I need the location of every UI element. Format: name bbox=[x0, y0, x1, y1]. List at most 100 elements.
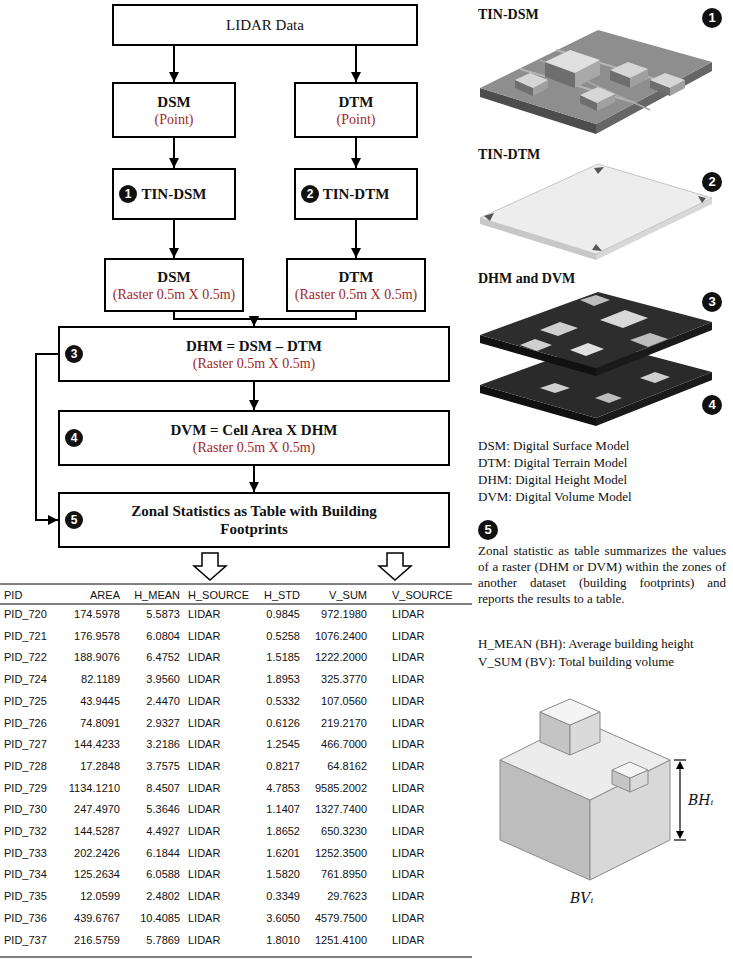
table-cell: 1.1407 bbox=[250, 802, 300, 816]
building-block bbox=[545, 50, 600, 73]
dimension-arrowhead bbox=[676, 761, 684, 769]
table-cell: PID_737 bbox=[4, 933, 56, 947]
legend-text: DHM: Digital Height Model bbox=[478, 472, 728, 488]
table-cell: 1.2545 bbox=[250, 737, 300, 751]
table-cell: LIDAR bbox=[392, 802, 466, 816]
table-cell: LIDAR bbox=[392, 650, 466, 664]
table-cell: LIDAR bbox=[392, 716, 466, 730]
box-title: TIN-DSM bbox=[141, 185, 206, 203]
dimension-tick bbox=[674, 839, 686, 840]
connector-arrow bbox=[36, 354, 58, 520]
callout-number: 2 bbox=[301, 185, 319, 203]
connector-arrow bbox=[355, 138, 357, 168]
table-cell: 5.5873 bbox=[124, 607, 180, 621]
table-cell: 6.0588 bbox=[124, 867, 180, 881]
box-title: DTM bbox=[338, 268, 373, 286]
building-patch bbox=[600, 310, 648, 328]
terrain-patch bbox=[698, 196, 706, 203]
panel-heading: TIN-DTM bbox=[478, 146, 698, 163]
table-cell: LIDAR bbox=[392, 737, 466, 751]
connector-arrow bbox=[355, 46, 357, 82]
process-box: DVM = Cell Area X DHM(Raster 0.5m X 0.5m… bbox=[58, 410, 450, 466]
table-cell: LIDAR bbox=[392, 607, 466, 621]
table-cell: PID_729 bbox=[4, 781, 56, 795]
table-cell: PID_733 bbox=[4, 846, 56, 860]
table-cell: LIDAR bbox=[392, 933, 466, 947]
callout-number: 5 bbox=[478, 520, 498, 540]
building-patch bbox=[540, 383, 570, 393]
table-cell: 82.1189 bbox=[58, 672, 120, 686]
box-title: TIN-DTM bbox=[323, 185, 390, 203]
table-cell: 1.5820 bbox=[250, 867, 300, 881]
table-cell: 174.5978 bbox=[58, 607, 120, 621]
table-cell: 144.4233 bbox=[58, 737, 120, 751]
process-box: DTM(Raster 0.5m X 0.5m) bbox=[286, 258, 426, 312]
table-cell: 0.3349 bbox=[250, 889, 300, 903]
building-patch bbox=[640, 372, 670, 383]
building-patch bbox=[595, 393, 622, 403]
process-box: DSM(Raster 0.5m X 0.5m) bbox=[104, 258, 244, 312]
table-cell: LIDAR bbox=[188, 629, 252, 643]
table-cell: LIDAR bbox=[188, 759, 252, 773]
table-cell: PID_724 bbox=[4, 672, 56, 686]
box-title: LIDAR Data bbox=[226, 16, 304, 34]
hollow-arrow bbox=[379, 553, 411, 580]
table-cell: 0.8217 bbox=[250, 759, 300, 773]
table-cell: 650.3230 bbox=[305, 824, 367, 838]
dimension-line bbox=[679, 766, 680, 834]
building-roof bbox=[540, 699, 600, 725]
table-cell: LIDAR bbox=[188, 846, 252, 860]
table-rule bbox=[0, 957, 472, 958]
callout-number: 2 bbox=[702, 172, 722, 192]
box-subtitle: (Point) bbox=[337, 111, 376, 128]
connector-arrow bbox=[173, 46, 175, 82]
callout-number: 5 bbox=[65, 511, 83, 529]
process-box: DTM(Point) bbox=[294, 82, 418, 138]
table-cell: 439.6767 bbox=[58, 911, 120, 925]
table-cell: 4.7853 bbox=[250, 781, 300, 795]
callout-number: 1 bbox=[119, 185, 137, 203]
table-cell: LIDAR bbox=[188, 716, 252, 730]
box-subtitle: (Raster 0.5m X 0.5m) bbox=[295, 286, 417, 303]
panel-heading: DHM and DVM bbox=[478, 270, 698, 287]
table-cell: 4579.7500 bbox=[305, 911, 367, 925]
table-cell: 9585.2002 bbox=[305, 781, 367, 795]
table-cell: LIDAR bbox=[188, 650, 252, 664]
connector-arrow bbox=[355, 220, 357, 258]
table-cell: 325.3770 bbox=[305, 672, 367, 686]
table-cell: 64.8162 bbox=[305, 759, 367, 773]
terrain-patch bbox=[592, 244, 602, 251]
table-cell: 1.8652 bbox=[250, 824, 300, 838]
building-patch bbox=[630, 333, 668, 347]
hollow-arrow bbox=[194, 553, 226, 580]
table-cell: LIDAR bbox=[392, 781, 466, 795]
table-cell: 1251.4100 bbox=[305, 933, 367, 947]
table-cell: 761.8950 bbox=[305, 867, 367, 881]
table-cell: PID_734 bbox=[4, 867, 56, 881]
table-cell: 144.5287 bbox=[58, 824, 120, 838]
table-cell: PID_732 bbox=[4, 824, 56, 838]
connector-arrow bbox=[253, 382, 255, 410]
building-patch bbox=[580, 295, 610, 306]
box-subtitle: (Point) bbox=[155, 111, 194, 128]
table-header: H_STD bbox=[250, 588, 300, 602]
table-cell: 3.9560 bbox=[124, 672, 180, 686]
callout-number: 3 bbox=[65, 345, 83, 363]
table-cell: LIDAR bbox=[392, 824, 466, 838]
box-title: Zonal Statistics as Table with Building … bbox=[129, 502, 379, 538]
table-cell: LIDAR bbox=[392, 629, 466, 643]
table-cell: 2.4470 bbox=[124, 694, 180, 708]
table-cell: 1327.7400 bbox=[305, 802, 367, 816]
street-line bbox=[540, 60, 650, 110]
table-cell: 74.8091 bbox=[58, 716, 120, 730]
table-cell: 6.1844 bbox=[124, 846, 180, 860]
table-cell: 1076.2400 bbox=[305, 629, 367, 643]
table-cell: LIDAR bbox=[188, 607, 252, 621]
note-text: Zonal statistic as table summarizes the … bbox=[478, 543, 726, 607]
table-cell: 12.0599 bbox=[58, 889, 120, 903]
table-cell: 216.5759 bbox=[58, 933, 120, 947]
table-cell: 6.0804 bbox=[124, 629, 180, 643]
table-cell: 202.2426 bbox=[58, 846, 120, 860]
table-cell: LIDAR bbox=[392, 889, 466, 903]
table-header: V_SUM bbox=[305, 588, 367, 602]
